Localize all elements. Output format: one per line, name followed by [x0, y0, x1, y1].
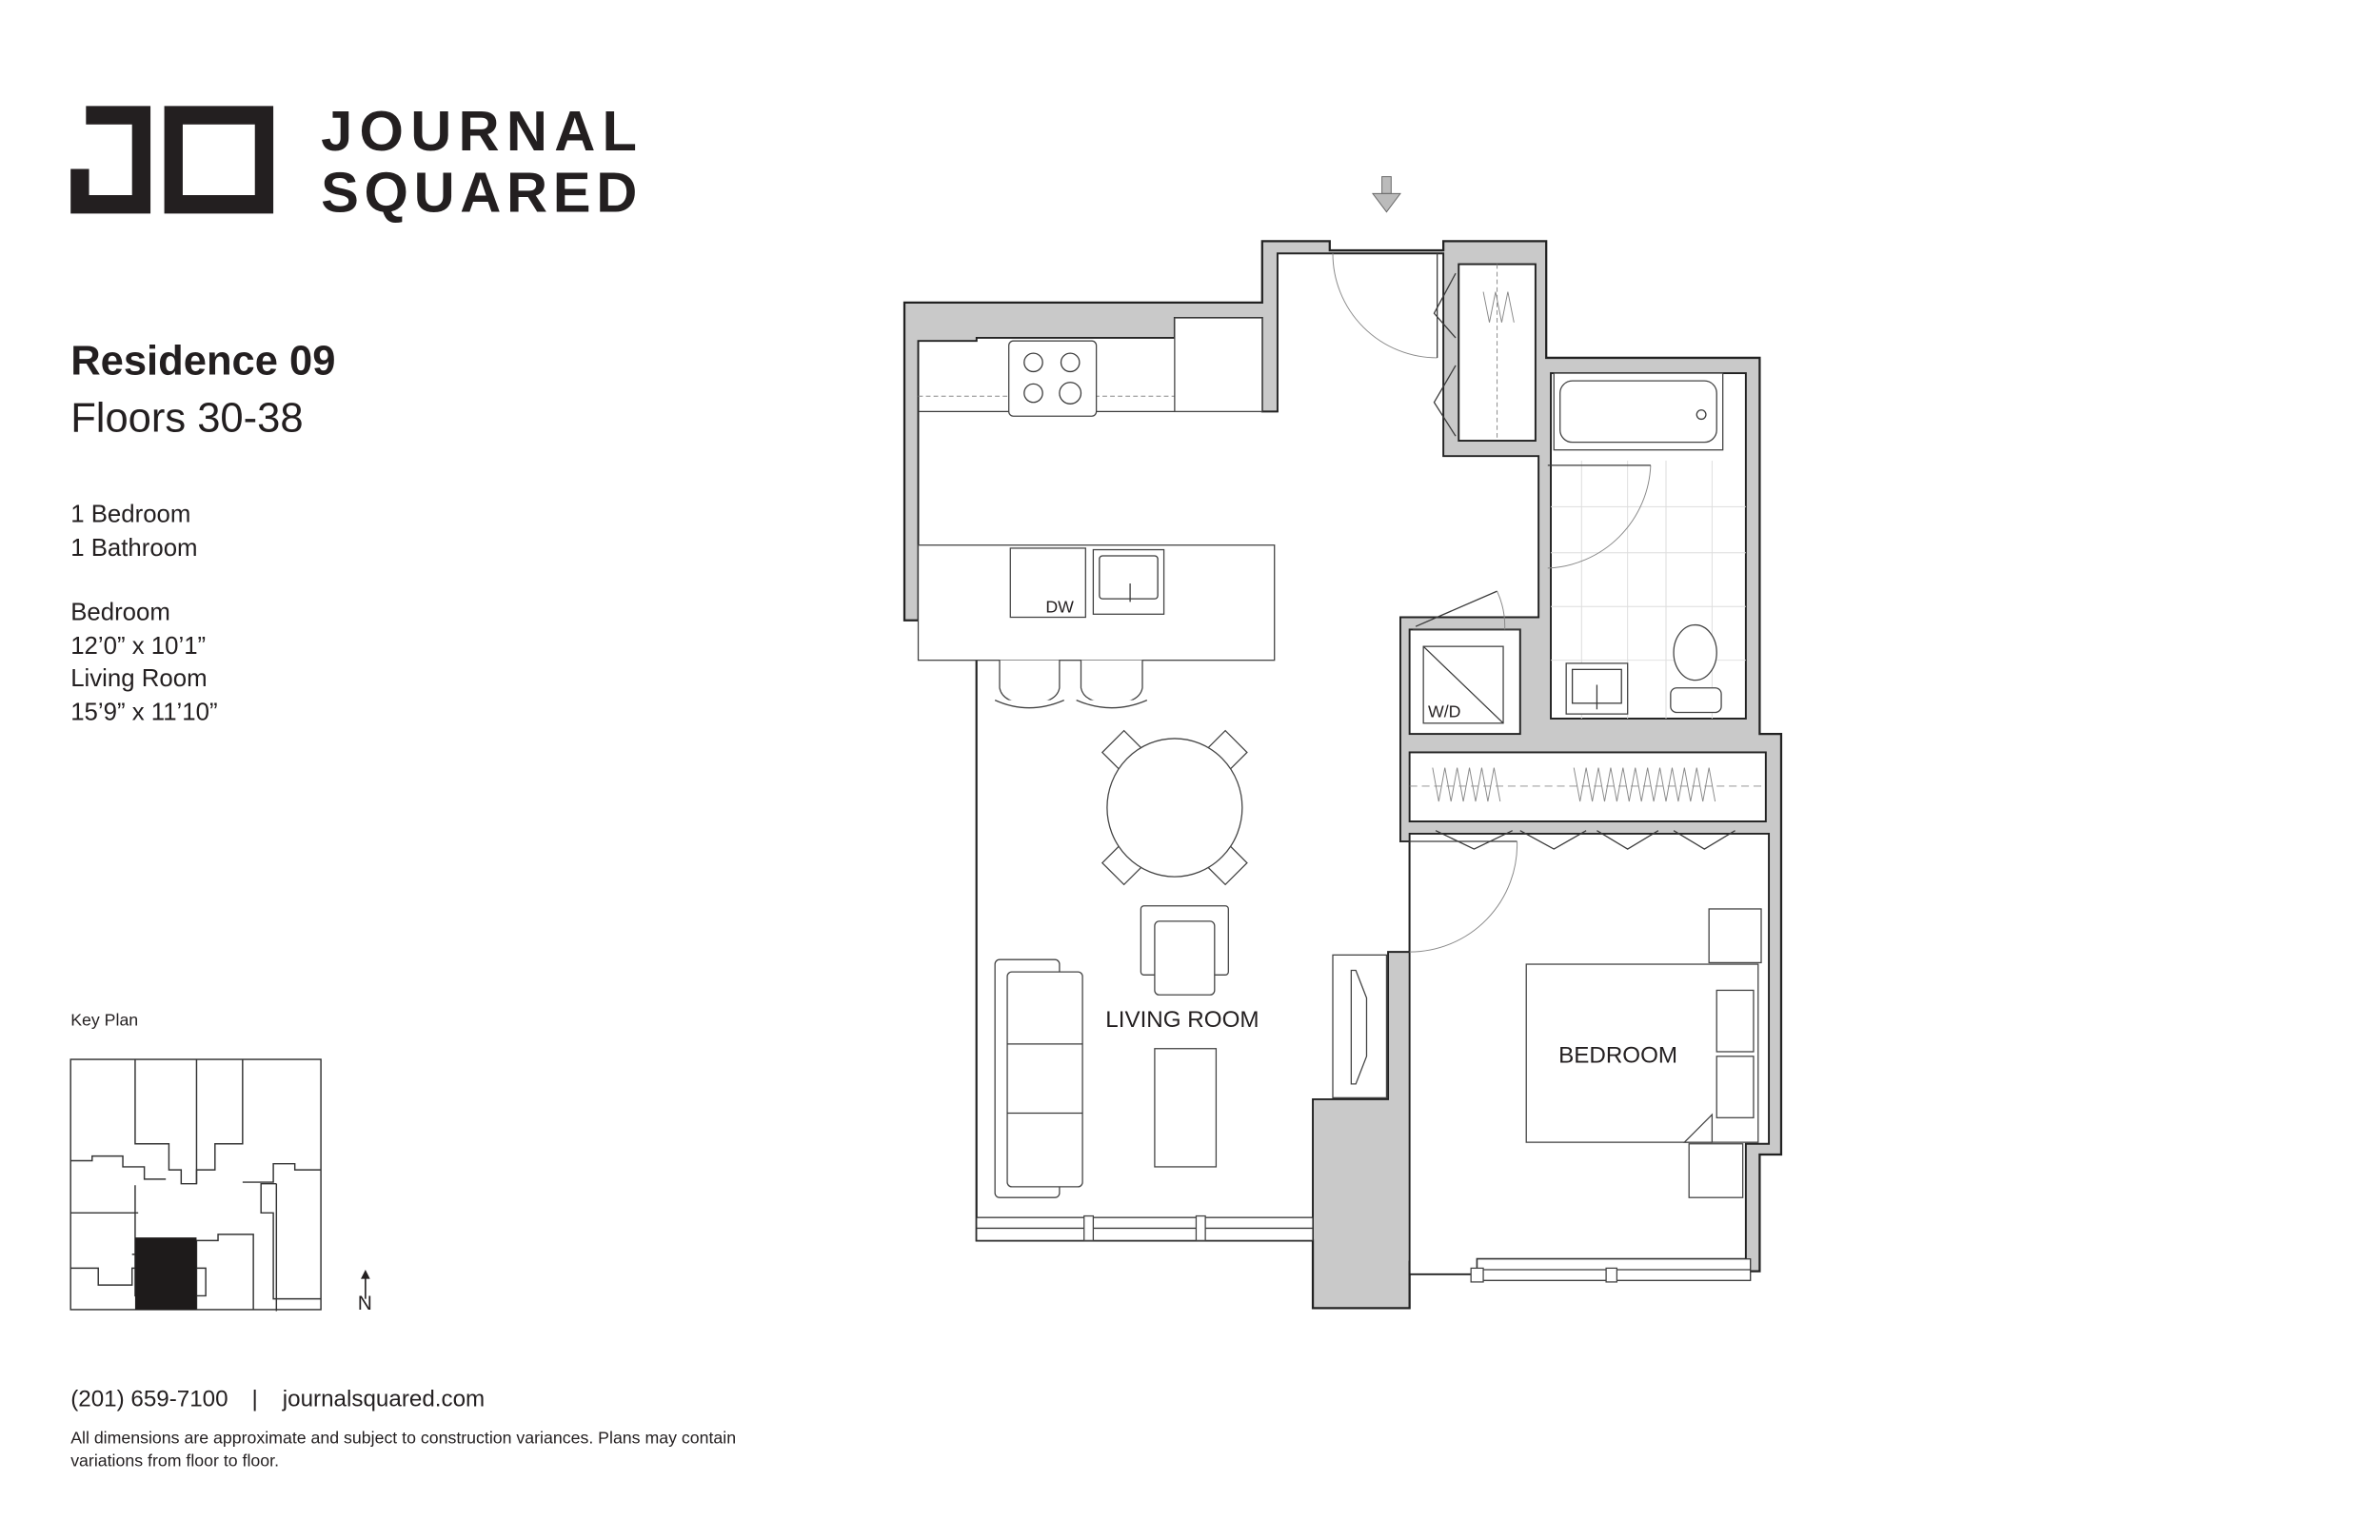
entry-door-swing	[1332, 253, 1438, 359]
nightstand-top	[1708, 908, 1762, 964]
svg-text:SQUARED: SQUARED	[321, 161, 643, 225]
refrigerator	[1174, 317, 1263, 413]
dishwasher	[1009, 547, 1086, 619]
residence-title: Residence 09	[70, 339, 335, 385]
bathtub	[1553, 372, 1724, 451]
key-plan-unit-highlight	[134, 1237, 197, 1310]
living-room-label: Living Room	[70, 665, 207, 692]
disclaimer-line-2: variations from floor to floor.	[70, 1451, 279, 1470]
washer-dryer	[1422, 645, 1504, 724]
nightstand-bottom	[1688, 1143, 1744, 1198]
bedroom-size: 12’0” x 10’1”	[70, 633, 206, 660]
dresser-bottom	[1716, 1056, 1755, 1118]
coffee-table	[1154, 1048, 1218, 1168]
bedroom-count: 1 Bedroom	[70, 502, 190, 528]
phone-number[interactable]: (201) 659-7100	[70, 1387, 228, 1412]
contact-separator: |	[252, 1387, 258, 1412]
disclaimer-line-1: All dimensions are approximate and subje…	[70, 1428, 736, 1447]
journal-squared-logo: JOURNAL SQUARED	[70, 99, 644, 225]
north-arrow-icon	[361, 1270, 370, 1299]
svg-text:JOURNAL: JOURNAL	[321, 99, 644, 163]
vanity-sink	[1565, 662, 1629, 715]
bar-stools	[994, 660, 1148, 709]
bedroom-window	[1470, 1258, 1752, 1283]
bathroom-count: 1 Bathroom	[70, 535, 197, 562]
floor-plan: DW	[902, 240, 1783, 1310]
dresser-top	[1716, 989, 1755, 1053]
key-plan-label: Key Plan	[70, 1011, 138, 1030]
washer-dryer-label: W/D	[1428, 701, 1460, 721]
living-room-plan-label: LIVING ROOM	[1105, 1007, 1259, 1033]
living-window	[976, 1214, 1314, 1241]
toilet-icon	[1670, 623, 1722, 714]
living-room-size: 15’9” x 11’10”	[70, 700, 217, 726]
dining-table	[1101, 729, 1248, 886]
floors-range: Floors 30-38	[70, 395, 303, 441]
tv-console	[1332, 954, 1388, 1098]
dishwasher-label: DW	[1045, 598, 1074, 617]
bedroom-closet	[1408, 751, 1767, 822]
sink-icon	[1092, 548, 1165, 615]
north-label: N	[358, 1293, 372, 1314]
website-link[interactable]: journalsquared.com	[282, 1387, 485, 1412]
armchair	[1140, 905, 1229, 996]
stove-icon	[1008, 340, 1098, 417]
entry-arrow-icon	[1371, 176, 1401, 213]
sofa	[994, 958, 1083, 1198]
bedroom-label: Bedroom	[70, 600, 170, 626]
bedroom-plan-label: BEDROOM	[1558, 1042, 1677, 1068]
